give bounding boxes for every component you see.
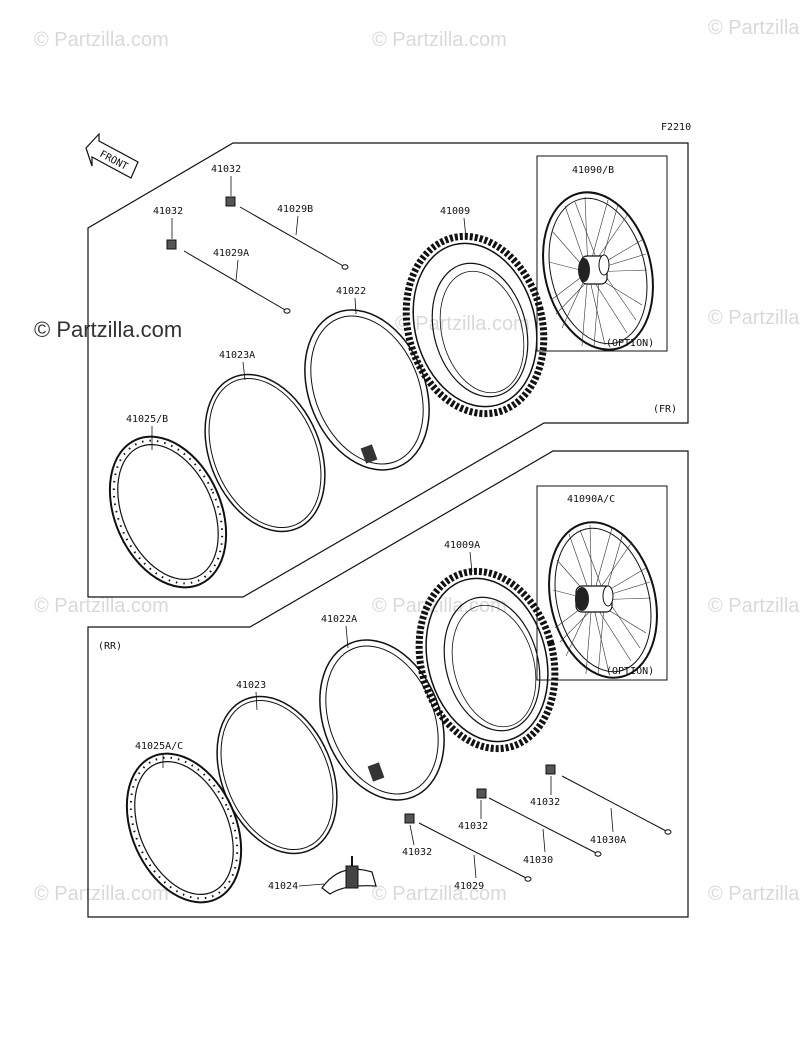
front-tire bbox=[402, 232, 548, 418]
front-spoke-a bbox=[183, 250, 291, 314]
watermark: © Partzilla.com bbox=[708, 17, 800, 39]
rear-spoke-1-label: 41029 bbox=[454, 881, 484, 892]
rear-rim-lock-label: 41024 bbox=[268, 881, 298, 892]
front-spoke-b bbox=[239, 206, 349, 270]
front-rim bbox=[108, 435, 228, 589]
front-spoke-b-label: 41029B bbox=[277, 204, 313, 215]
rear-nut-1-label: 41032 bbox=[402, 847, 432, 858]
front-wheel-assy-label: 41090/B bbox=[572, 165, 614, 176]
rear-nut-3-label: 41032 bbox=[530, 797, 560, 808]
front-tube bbox=[304, 309, 430, 471]
rear-spoke-3-label: 41030A bbox=[590, 835, 626, 846]
rear-rim-band-label: 41023 bbox=[236, 680, 266, 691]
front-spoke-a-label: 41029A bbox=[213, 248, 249, 259]
front-rim-band bbox=[204, 373, 326, 533]
rear-rim bbox=[125, 752, 243, 904]
rear-rim-label: 41025A/C bbox=[135, 741, 183, 752]
front-option-label: (OPTION) bbox=[606, 338, 654, 349]
rear-nut bbox=[476, 788, 487, 799]
front-arrow: FRONT bbox=[85, 132, 139, 179]
watermark: © Partzilla.com bbox=[372, 595, 507, 617]
rear-nut-2-label: 41032 bbox=[458, 821, 488, 832]
watermark: © Partzilla.com bbox=[708, 595, 800, 617]
rear-tire-label: 41009A bbox=[444, 540, 480, 551]
rear-tube bbox=[319, 639, 445, 801]
watermarks: © Partzilla.com © Partzilla.com © Partzi… bbox=[34, 17, 800, 905]
front-section-label: (FR) bbox=[653, 404, 677, 415]
watermark: © Partzilla.com bbox=[34, 595, 169, 617]
watermark: © Partzilla.com bbox=[372, 883, 507, 905]
front-rim-band-label: 41023A bbox=[219, 350, 255, 361]
front-rim-label: 41025/B bbox=[126, 414, 168, 425]
rear-spoke bbox=[418, 822, 532, 882]
diagram-code: F2210 bbox=[661, 122, 691, 133]
watermark: © Partzilla.com bbox=[708, 307, 800, 329]
rear-tire bbox=[415, 567, 559, 753]
front-tire-label: 41009 bbox=[440, 206, 470, 217]
rear-nut bbox=[545, 764, 556, 775]
rear-wheel-assy-label: 41090A/C bbox=[567, 494, 615, 505]
watermark: © Partzilla.com bbox=[708, 883, 800, 905]
front-wheel-assembly bbox=[536, 155, 668, 352]
rear-spoke bbox=[488, 797, 602, 857]
rear-section-label: (RR) bbox=[98, 641, 122, 652]
front-section-frame bbox=[87, 142, 689, 598]
watermark-main: © Partzilla.com bbox=[34, 317, 182, 342]
rear-rim-band bbox=[216, 695, 338, 855]
rear-rim-lock bbox=[321, 856, 377, 895]
watermark: © Partzilla.com bbox=[34, 29, 169, 51]
front-valve-nut bbox=[225, 196, 236, 207]
rear-spoke bbox=[561, 775, 672, 835]
front-valve-nut bbox=[166, 239, 177, 250]
front-nut-b-label: 41032 bbox=[153, 206, 183, 217]
watermark: © Partzilla.com bbox=[34, 883, 169, 905]
rear-option-label: (OPTION) bbox=[606, 666, 654, 677]
rear-section-frame bbox=[87, 450, 689, 918]
watermark: © Partzilla.com bbox=[372, 29, 507, 51]
rear-spoke-2-label: 41030 bbox=[523, 855, 553, 866]
rear-tube-label: 41022A bbox=[321, 614, 357, 625]
front-nut-a-label: 41032 bbox=[211, 164, 241, 175]
rear-wheel-assembly bbox=[536, 485, 668, 681]
watermark: © Partzilla.com bbox=[395, 313, 530, 335]
front-tube-label: 41022 bbox=[336, 286, 366, 297]
rear-nut bbox=[404, 813, 415, 824]
